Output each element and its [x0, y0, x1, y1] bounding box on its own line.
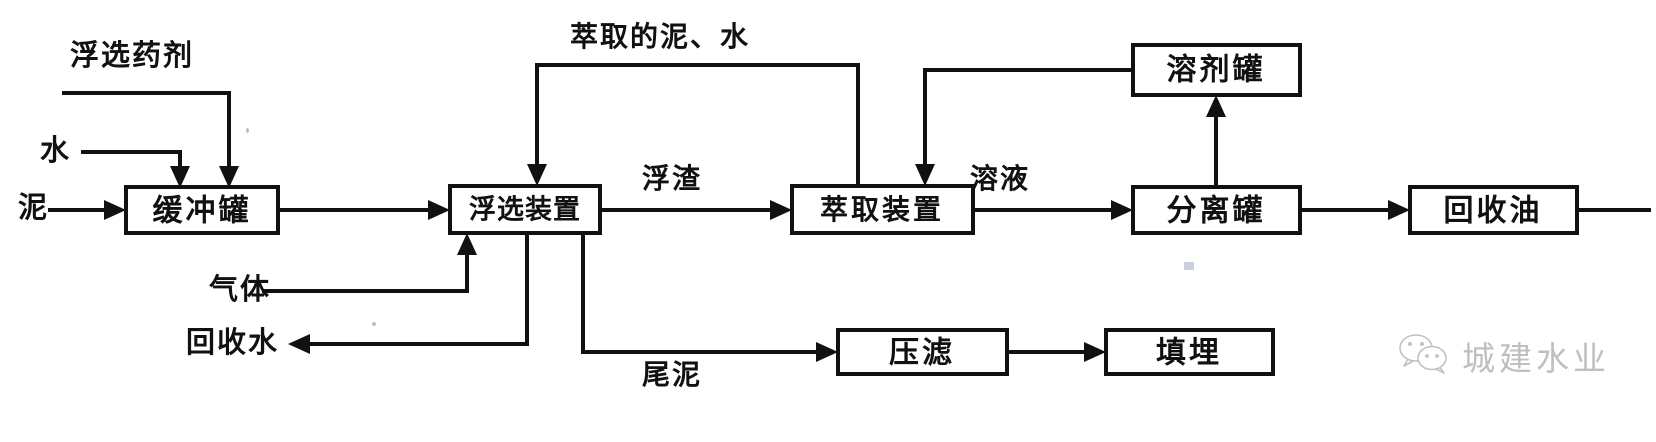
node-extraction-unit-rect	[790, 184, 975, 235]
node-separation-tank-label: 分离罐	[1167, 194, 1266, 229]
node-solvent-tank-label: 溶剂罐	[1167, 53, 1266, 88]
scan-speck	[246, 128, 249, 133]
wire-water-to-buffer	[81, 150, 182, 176]
scan-speck	[372, 322, 376, 326]
node-separation-tank[interactable]: 分离罐	[1131, 185, 1302, 235]
arrowhead-gas	[457, 233, 477, 255]
edge-label-float-scum: 浮渣	[642, 162, 702, 195]
output-label-recycled-water: 回收水	[186, 325, 279, 359]
node-recovered-oil[interactable]: 回收油	[1408, 185, 1579, 235]
node-landfill[interactable]: 填埋	[1104, 328, 1275, 376]
arrowhead-landfill	[1084, 342, 1106, 362]
arrowhead-solvent-to-extraction	[915, 164, 935, 186]
arrowhead-recycled-water	[288, 334, 310, 354]
arrowhead-solution	[1111, 200, 1133, 220]
node-extraction-unit[interactable]: 萃取装置	[790, 184, 975, 235]
node-filter-press-label: 压滤	[889, 336, 955, 371]
arrowhead-separation-to-solvent	[1206, 95, 1226, 117]
node-buffer-tank-label: 缓冲罐	[153, 194, 252, 229]
node-filter-press-rect	[836, 328, 1009, 376]
wire-gas-to-flotation	[262, 245, 469, 293]
input-label-water: 水	[40, 133, 71, 167]
node-flotation-unit-label: 浮选装置	[469, 195, 581, 226]
node-landfill-label: 填埋	[1156, 336, 1222, 371]
edge-label-solution: 溶液	[970, 162, 1030, 195]
node-flotation-unit[interactable]: 浮选装置	[448, 184, 602, 235]
arrowhead-flotation-agent	[219, 166, 239, 188]
input-label-sludge: 泥	[18, 190, 49, 224]
node-buffer-tank-rect	[124, 185, 280, 235]
arrowhead-water	[170, 166, 190, 188]
arrowhead-buffer-to-flotation	[428, 200, 450, 220]
arrowhead-tail-sludge	[816, 342, 838, 362]
arrowhead-float-scum	[770, 200, 792, 220]
node-buffer-tank[interactable]: 缓冲罐	[124, 185, 280, 235]
node-filter-press[interactable]: 压滤	[836, 328, 1009, 376]
arrowhead-extracted-sludge-water	[527, 164, 547, 186]
watermark-text: 城建水业	[1462, 339, 1610, 378]
node-recovered-oil-rect	[1408, 185, 1579, 235]
node-solvent-tank[interactable]: 溶剂罐	[1131, 43, 1302, 97]
wire-flotation-to-filterpress	[581, 233, 826, 354]
wire-flotation-agent-to-buffer	[62, 91, 231, 176]
watermark: 城建水业	[1398, 325, 1648, 387]
wire-extraction-to-flotation-return	[535, 63, 860, 186]
arrowhead-sludge	[104, 200, 126, 220]
node-flotation-unit-rect	[448, 184, 602, 235]
node-landfill-rect	[1104, 328, 1275, 376]
edge-label-extracted-sludge-water: 萃取的泥、水	[570, 20, 750, 53]
node-extraction-unit-label: 萃取装置	[820, 193, 944, 226]
node-recovered-oil-label: 回收油	[1444, 194, 1543, 229]
wire-flotation-to-recycled-water	[300, 233, 529, 346]
wire-solvent-to-extraction	[923, 68, 1133, 174]
scan-speck	[1184, 262, 1194, 270]
node-separation-tank-rect	[1131, 185, 1302, 235]
wechat-icon	[1398, 332, 1450, 380]
input-label-gas: 气体	[208, 272, 271, 306]
input-label-flotation-agent: 浮选药剂	[70, 38, 194, 72]
edge-label-tail-sludge: 尾泥	[642, 358, 702, 391]
node-solvent-tank-rect	[1131, 43, 1302, 97]
arrowhead-recovered-oil	[1388, 200, 1410, 220]
